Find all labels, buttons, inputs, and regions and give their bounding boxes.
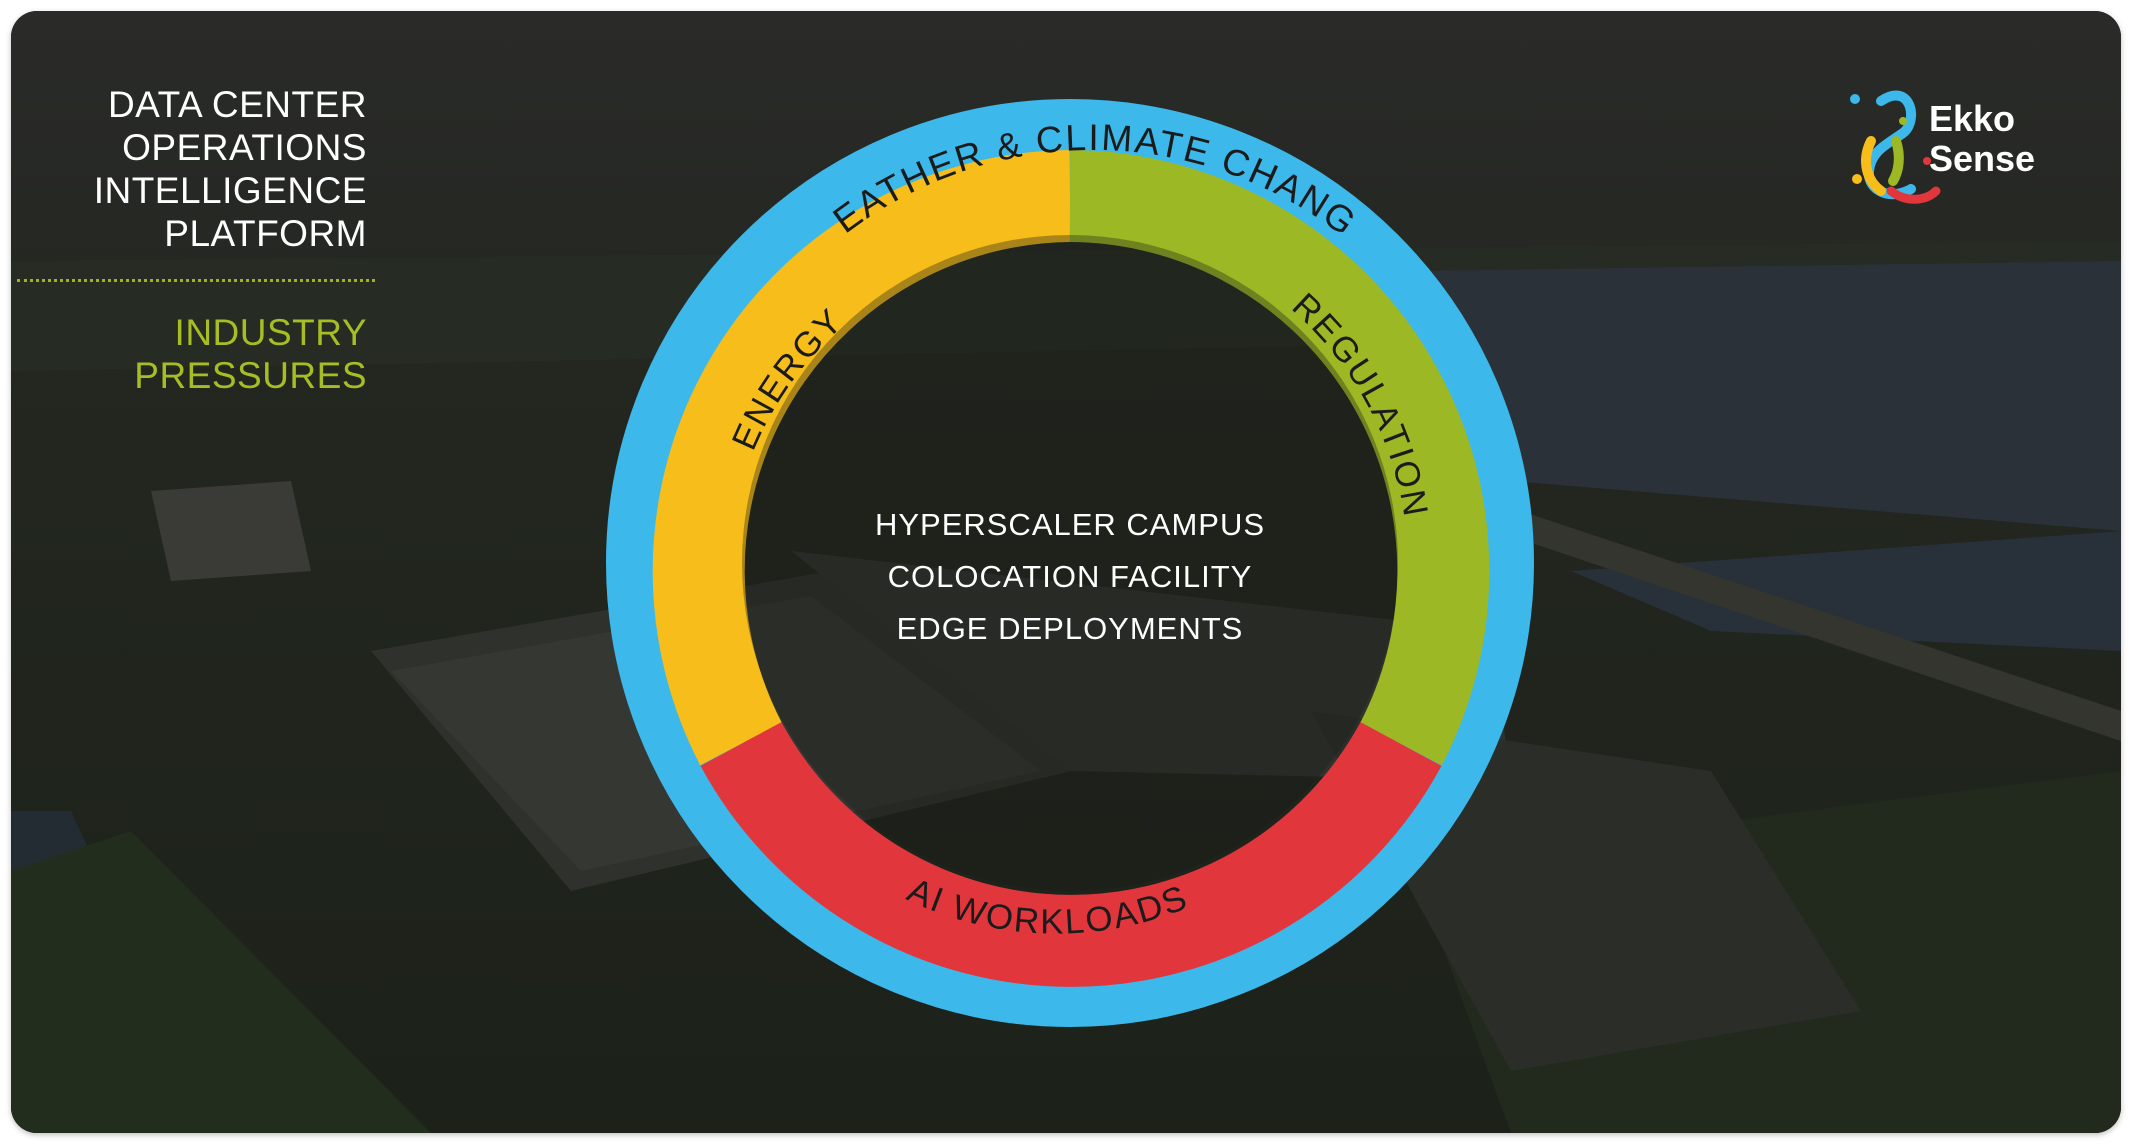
- subtitle-line-2: PRESSURES: [134, 355, 367, 396]
- title-line-4: PLATFORM: [164, 213, 367, 254]
- center-line-colocation: COLOCATION FACILITY: [888, 559, 1253, 594]
- logo-text-sense: Sense: [1929, 138, 2035, 179]
- ekkosense-logo: Ekko Sense: [1850, 90, 2035, 204]
- lizard-icon: [1850, 90, 1941, 204]
- segment-regulation: [1069, 150, 1490, 766]
- dotted-divider: [17, 279, 375, 282]
- segment-energy: [652, 150, 1071, 766]
- slide-card: DATA CENTER OPERATIONS INTELLIGENCE PLAT…: [11, 11, 2121, 1133]
- title-line-3: INTELLIGENCE: [93, 170, 367, 211]
- platform-title: DATA CENTER OPERATIONS INTELLIGENCE PLAT…: [27, 83, 367, 255]
- section-subtitle: INDUSTRY PRESSURES: [27, 311, 367, 397]
- title-line-2: OPERATIONS: [122, 127, 367, 168]
- diagram-center: [742, 235, 1398, 891]
- segment-ai-workloads: [700, 721, 1442, 987]
- inner-ring: [652, 150, 1490, 987]
- logo-text-ekko: Ekko: [1929, 98, 2015, 139]
- center-line-edge: EDGE DEPLOYMENTS: [897, 611, 1244, 646]
- center-line-hyperscaler: HYPERSCALER CAMPUS: [875, 507, 1265, 542]
- title-line-1: DATA CENTER: [107, 84, 367, 125]
- subtitle-line-1: INDUSTRY: [174, 312, 367, 353]
